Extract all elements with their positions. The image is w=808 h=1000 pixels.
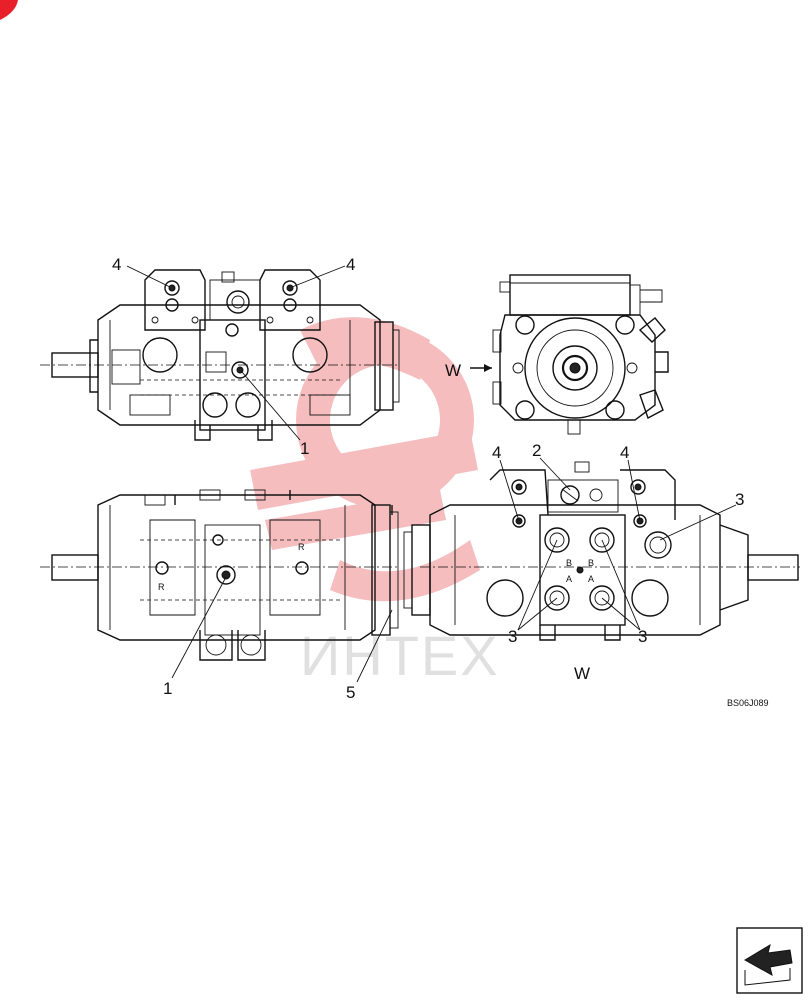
callout-4-top-right: 4 bbox=[346, 255, 355, 274]
callout-5: 5 bbox=[346, 683, 355, 702]
callout-4-top-left: 4 bbox=[112, 255, 121, 274]
nav-arrow-icon[interactable] bbox=[736, 927, 803, 994]
callout-2: 2 bbox=[532, 441, 541, 460]
callout-4-rear-left: 4 bbox=[492, 443, 501, 462]
port-label-a1: A bbox=[566, 574, 572, 584]
port-label-a2: A bbox=[588, 574, 594, 584]
corner-mark bbox=[0, 0, 18, 20]
port-label-r2: R bbox=[298, 542, 305, 552]
leader-lines bbox=[126, 265, 737, 683]
watermark-logo-icon bbox=[250, 317, 480, 602]
callout-3-right: 3 bbox=[735, 490, 744, 509]
watermark-text: ИНТЕХ bbox=[300, 624, 500, 687]
pump-top-view bbox=[40, 269, 400, 441]
view-arrow-head bbox=[484, 364, 492, 372]
port-label-b1: B bbox=[566, 558, 572, 568]
pump-end-view bbox=[470, 274, 669, 435]
view-label-arrow: W bbox=[445, 361, 461, 380]
view-label-bottom: W bbox=[574, 664, 590, 683]
drawing-code: BS06J089 bbox=[727, 698, 769, 708]
callout-4-rear-right: 4 bbox=[620, 443, 629, 462]
port-label-r1: R bbox=[158, 582, 165, 592]
callout-3-bottom-right: 3 bbox=[638, 627, 647, 646]
callout-1-top: 1 bbox=[300, 439, 309, 458]
pump-front-view bbox=[40, 489, 400, 661]
pump-rear-view bbox=[403, 461, 800, 641]
callout-3-bottom-left: 3 bbox=[508, 627, 517, 646]
port-label-b2: B bbox=[588, 558, 594, 568]
callout-1-bottom: 1 bbox=[163, 679, 172, 698]
